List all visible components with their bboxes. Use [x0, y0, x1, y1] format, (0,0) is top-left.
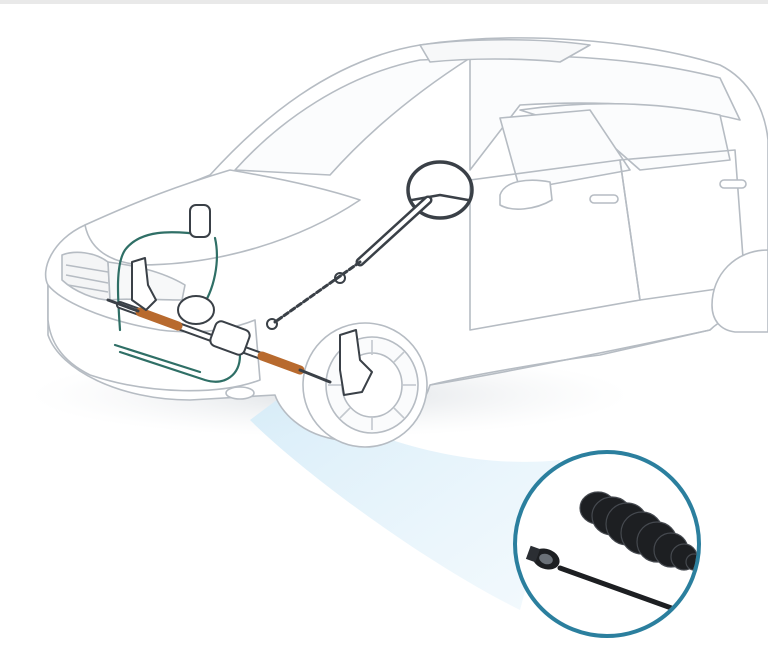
power-steering-pump [177, 295, 215, 325]
steering-knuckle-right [339, 329, 373, 396]
tie-rod-boot-right [257, 351, 305, 375]
tie-rod-boot-left [135, 307, 183, 331]
inner-tie-rod [525, 545, 691, 617]
spotlight-beam [250, 390, 560, 610]
steering-wheel [406, 160, 474, 220]
intermediate-shaft [273, 260, 362, 324]
rear-wheel [711, 249, 768, 333]
power-steering-reservoir [189, 204, 211, 238]
steering-knuckle-left [131, 257, 157, 311]
inset-detail [513, 450, 701, 638]
steering-system [106, 160, 474, 396]
rack-boot [579, 491, 697, 571]
top-border [0, 0, 768, 4]
